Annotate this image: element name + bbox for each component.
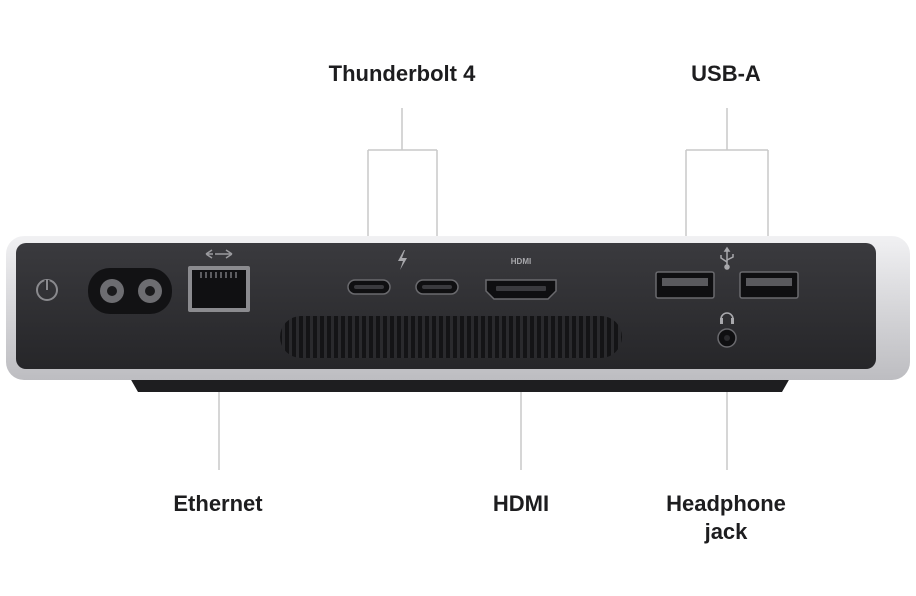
headphone-icon — [720, 312, 734, 324]
ethernet-icon — [205, 249, 233, 259]
usb-a-port-2 — [739, 271, 799, 299]
power-icon — [36, 279, 58, 301]
hdmi-port-contact — [496, 286, 546, 291]
ethernet-port — [188, 266, 250, 312]
usb-icon — [720, 246, 734, 270]
thunderbolt-port-2-contact — [422, 285, 452, 289]
hdmi-port-label: HDMI — [511, 257, 531, 266]
thunderbolt-port-1-contact — [354, 285, 384, 289]
vent-grille — [280, 316, 622, 358]
headphone-jack-callout-label: Headphone jack — [636, 490, 816, 546]
thunderbolt-icon — [398, 250, 407, 270]
usb-a-callout-label: USB-A — [691, 61, 761, 86]
headphone-jack-port — [717, 328, 737, 348]
headphone-callout-line-2: jack — [704, 519, 748, 544]
ethernet-callout-label: Ethernet — [173, 491, 263, 516]
usb-a-port-1 — [655, 271, 715, 299]
thunderbolt-callout-label: Thunderbolt 4 — [328, 61, 476, 86]
device-foot — [130, 378, 790, 392]
hdmi-callout-label: HDMI — [492, 491, 550, 516]
power-inlet — [88, 268, 172, 314]
headphone-callout-line-1: Headphone — [666, 491, 786, 516]
